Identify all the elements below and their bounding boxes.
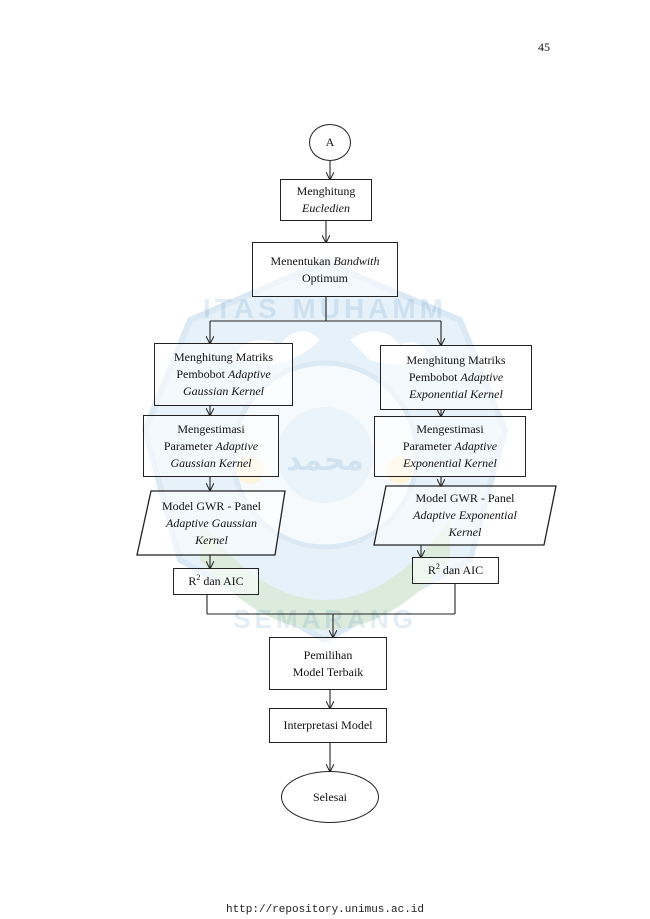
left-matrix-box: Menghitung Matriks Pembobot Adaptive Gau… [154,343,293,406]
left-model-box: Model GWR - Panel Adaptive Gaussian Kern… [162,498,261,547]
connector-a: A [309,124,351,161]
end-terminal: Selesai [281,771,379,823]
watermark-emblem-script: محمد [286,443,364,478]
left-metric-box: R2 dan AIC [173,568,259,595]
right-metric-box: R2 dan AIC [412,557,499,584]
page-number: 45 [538,40,550,54]
footer-url: http://repository.unimus.ac.id [225,904,425,916]
determine-bandwidth-box: Menentukan Bandwith Optimum [252,242,398,297]
compute-euclidean-box: Menghitung Eucledien [280,179,372,221]
right-matrix-box: Menghitung Matriks Pembobot Adaptive Exp… [380,345,532,410]
right-model-shape [373,485,557,546]
best-model-selection-box: Pemilihan Model Terbaik [269,637,387,690]
watermark-bottom-text: SEMARANG [233,604,417,634]
right-estimate-box: Mengestimasi Parameter Adaptive Exponent… [374,416,526,477]
right-model-box: Model GWR - Panel Adaptive Exponential K… [413,491,517,539]
left-model-shape [136,490,286,556]
left-estimate-box: Mengestimasi Parameter Adaptive Gaussian… [143,415,279,477]
watermark-top-text: ITAS MUHAMM [203,293,447,324]
interpret-model-box: Interpretasi Model [269,708,387,743]
